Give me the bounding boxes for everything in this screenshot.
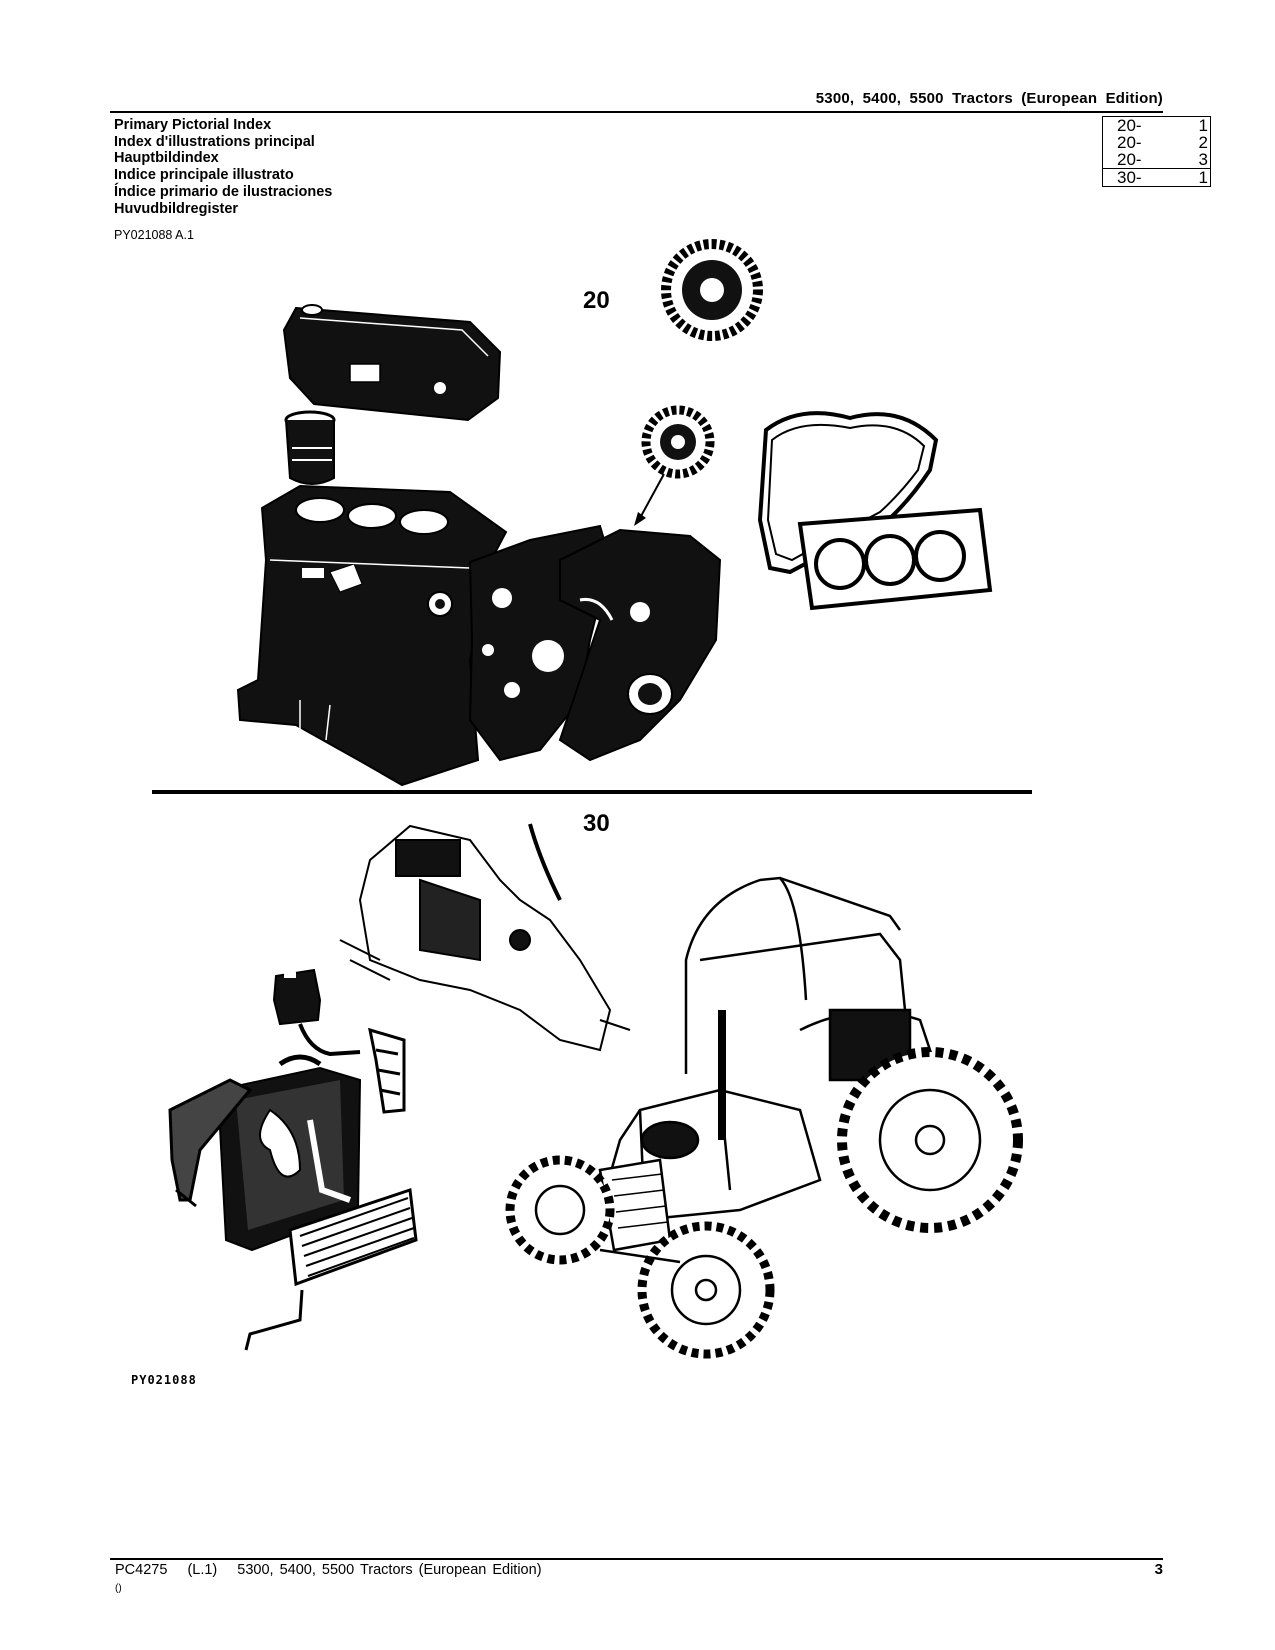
index-page: 1	[1198, 116, 1208, 135]
radiator-drawing	[216, 1054, 362, 1252]
index-row[interactable]: 20- 1	[1102, 116, 1211, 134]
title-en: Primary Pictorial Index	[114, 117, 272, 133]
title-de: Hauptbildindex	[114, 150, 219, 167]
rocker-cover-drawing	[282, 304, 502, 422]
coolant-tank-drawing	[272, 968, 361, 1057]
page-number: 3	[1154, 1561, 1163, 1578]
section-divider	[152, 790, 1032, 794]
engine-assembly-drawing	[339, 823, 631, 1052]
title-es: Índice primario de ilustraciones	[114, 183, 333, 200]
fan-shroud-drawing	[168, 1078, 253, 1208]
header-rule	[110, 111, 1163, 113]
section-label-30: 30	[583, 810, 610, 837]
tractor-drawing	[505, 876, 1023, 1359]
illustration-code: PY021088	[131, 1373, 197, 1387]
oil-cooler-drawing	[244, 1187, 418, 1351]
engine-block-drawing	[236, 484, 508, 787]
gaskets-drawing	[757, 411, 993, 611]
index-titles: Primary Pictorial Index Index d'illustra…	[114, 117, 332, 217]
bracket-drawing	[368, 1027, 406, 1114]
timing-gears-drawing	[634, 239, 763, 526]
footer-info: PC4275 (L.1) 5300, 5400, 5500 Tractors (…	[115, 1562, 556, 1578]
section-label-20: 20	[583, 287, 610, 314]
running-header-title: 5300, 5400, 5500 Tractors (European Edit…	[815, 90, 1163, 107]
figure-code: PY021088 A.1	[114, 228, 194, 242]
footer-revision: (L.1)	[187, 1562, 218, 1578]
footer-doc-number: PC4275	[115, 1562, 168, 1578]
index-page: 2	[1198, 133, 1208, 152]
index-row[interactable]: 30- 1	[1102, 168, 1211, 187]
footer-rule	[110, 1558, 1163, 1560]
title-sv: Huvudbildregister	[114, 200, 239, 217]
index-page: 1	[1198, 168, 1208, 187]
index-group: 20-	[1117, 150, 1142, 169]
title-fr: Index d'illustrations principal	[114, 133, 315, 150]
timing-cover-drawing	[558, 528, 722, 762]
footer-title: 5300, 5400, 5500 Tractors (European Edit…	[237, 1562, 542, 1578]
index-group: 20-	[1117, 133, 1142, 152]
index-page: 3	[1198, 150, 1208, 169]
cylinder-liner-drawing	[284, 410, 336, 485]
index-row[interactable]: 20- 3	[1102, 151, 1211, 168]
index-row[interactable]: 20- 2	[1102, 134, 1211, 151]
index-group: 30-	[1117, 168, 1142, 187]
index-group: 20-	[1117, 116, 1142, 135]
title-it: Indice principale illustrato	[114, 167, 294, 184]
page-index-box: 20- 1 20- 2 20- 3 30- 1	[1102, 116, 1211, 187]
footer-sub: ()	[115, 1583, 122, 1594]
